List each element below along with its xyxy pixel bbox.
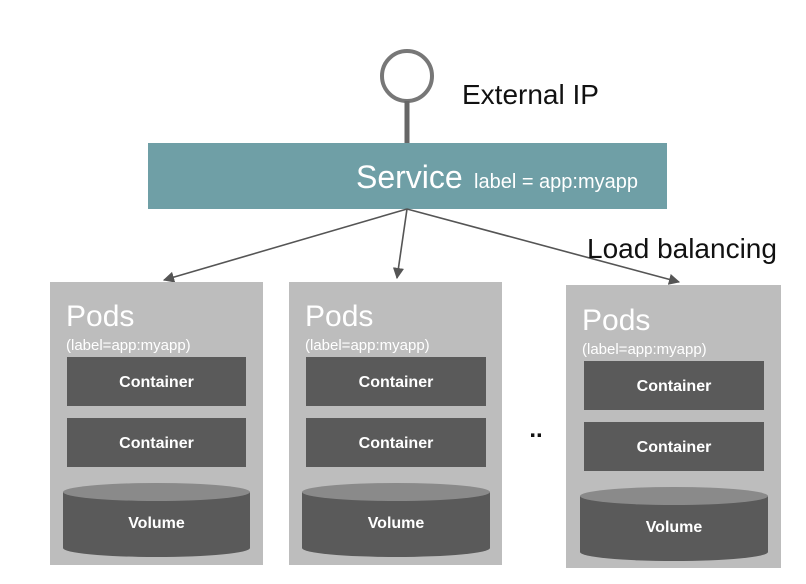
- pod-label: (label=app:myapp): [66, 337, 191, 354]
- container-label: Container: [359, 435, 434, 452]
- service-selector-label: label = app:myapp: [474, 171, 638, 193]
- load-balancing-arrow-1: [162, 208, 408, 283]
- container-label: Container: [637, 439, 712, 456]
- volume-label: Volume: [128, 515, 185, 532]
- pod-2: Pods (label=app:myapp) Container Contain…: [289, 282, 502, 565]
- container-box: [67, 357, 246, 406]
- pod-3: Pods (label=app:myapp) Container Contain…: [566, 285, 781, 568]
- pod-1: Pods (label=app:myapp) Container Contain…: [50, 282, 263, 565]
- service-box: [148, 143, 667, 209]
- container-box: [306, 418, 486, 467]
- pod-label: (label=app:myapp): [305, 337, 430, 354]
- volume-cylinder: [580, 496, 768, 561]
- volume-cylinder-top: [302, 483, 490, 501]
- external-ip-endpoint-icon: [380, 49, 434, 103]
- load-balancing-arrow-3: [406, 208, 681, 285]
- container-box: [584, 361, 764, 410]
- container-box: [584, 422, 764, 471]
- more-pods-ellipsis: ..: [529, 416, 542, 443]
- volume-label: Volume: [646, 519, 703, 536]
- volume-cylinder: [302, 492, 490, 557]
- volume-cylinder-top: [580, 487, 768, 505]
- pod-title: Pods: [582, 304, 650, 337]
- volume-cylinder: [63, 492, 250, 557]
- container-label: Container: [119, 374, 194, 391]
- volume-cylinder-top: [63, 483, 250, 501]
- load-balancing-label: Load balancing: [587, 233, 777, 264]
- external-ip-label: External IP: [462, 79, 599, 110]
- service-title: Service: [356, 159, 463, 195]
- container-label: Container: [359, 374, 434, 391]
- pod-label: (label=app:myapp): [582, 341, 707, 358]
- pod-title: Pods: [305, 300, 373, 333]
- container-label: Container: [637, 378, 712, 395]
- container-box: [306, 357, 486, 406]
- container-label: Container: [119, 435, 194, 452]
- load-balancing-arrow-2: [392, 208, 408, 280]
- container-box: [67, 418, 246, 467]
- volume-label: Volume: [368, 515, 425, 532]
- pod-title: Pods: [66, 300, 134, 333]
